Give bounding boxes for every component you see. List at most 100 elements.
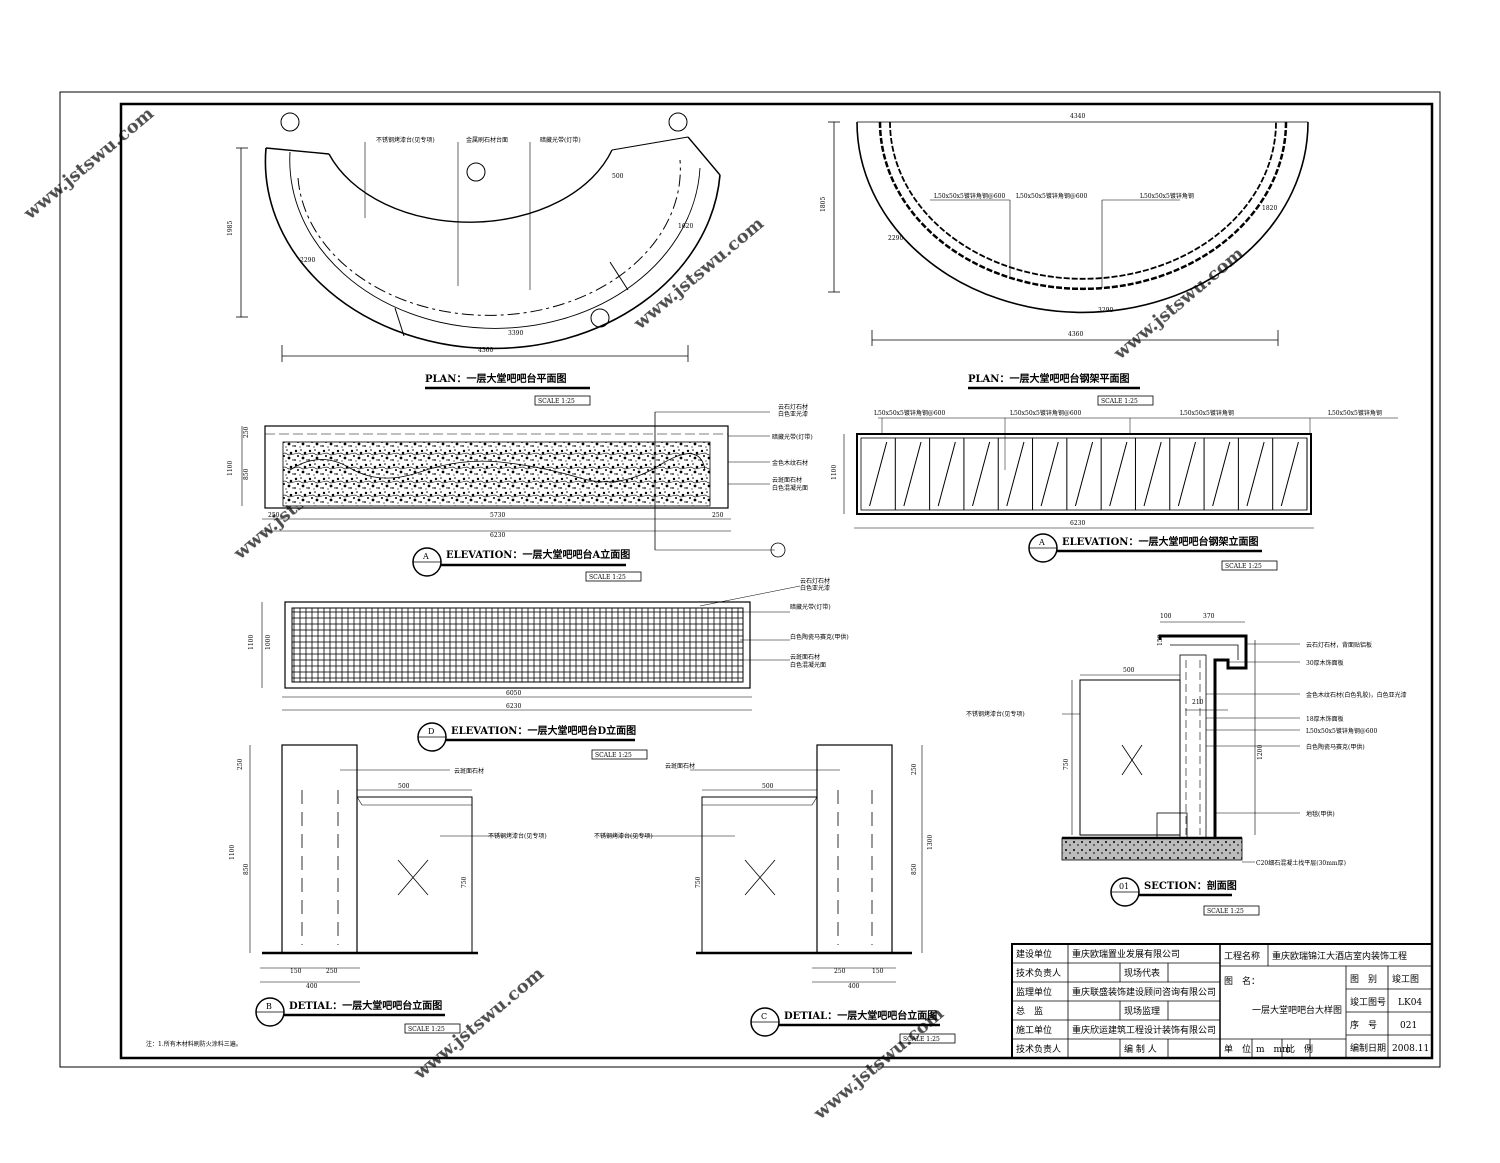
tb-value-4: 重庆欣运建筑工程设计装饰有限公司 bbox=[1072, 1024, 1216, 1036]
steel-plan-dim-height: 1805 bbox=[820, 197, 827, 212]
detail-b-title: DETIAL：一层大堂吧吧台立面图 bbox=[289, 999, 442, 1012]
detail-b-dim-h-bot: 850 bbox=[243, 863, 250, 875]
steel-plan-scale: SCALE 1:25 bbox=[1101, 398, 1138, 405]
tb-label-2: 监理单位 bbox=[1016, 986, 1052, 998]
plan-title: PLAN：一层大堂吧吧台平面图 bbox=[425, 372, 566, 385]
elev-d-tag: D bbox=[428, 727, 434, 736]
detail-c-title: DETIAL：一层大堂吧吧台立面图 bbox=[784, 1009, 937, 1022]
tb-right-label-0: 图 别 bbox=[1350, 974, 1377, 985]
detail-c bbox=[600, 744, 923, 983]
detail-b-scale: SCALE 1:25 bbox=[408, 1026, 445, 1033]
section-note-7: 地毯(甲供) bbox=[1306, 810, 1335, 818]
inner-frame bbox=[119, 102, 1434, 1060]
elev-d-note-1: 云石灯石材 bbox=[800, 577, 830, 585]
elev-d-dim-inner: 6050 bbox=[506, 690, 521, 697]
elev-d-title: ELEVATION：一层大堂吧吧台D立面图 bbox=[451, 724, 636, 737]
plan-dim-radius: 2290 bbox=[300, 257, 315, 264]
tb-unit-label: 单 位 bbox=[1224, 1043, 1251, 1055]
steel-elev-scale: SCALE 1:25 bbox=[1225, 563, 1262, 570]
steel-plan-dim-r1: 2290 bbox=[888, 235, 903, 242]
detail-c-note-2: 不锈钢烤漆台(见专项) bbox=[594, 832, 653, 840]
title-block bbox=[1011, 943, 1433, 1059]
section-note-3: 金色木纹石材(白色乳胶)，白色亚光漆 bbox=[1306, 691, 1407, 699]
tb-unit-value: m mm bbox=[1256, 1045, 1291, 1055]
section-note-4: 18厚木饰面板 bbox=[1306, 715, 1344, 723]
steel-brace bbox=[903, 441, 922, 507]
tb-right-value-1: LK04 bbox=[1398, 998, 1422, 1008]
section-note-1: 云石灯石材，背面贴铝板 bbox=[1306, 641, 1372, 649]
elev-d-note-5: 云斑面石材 bbox=[790, 653, 820, 661]
tb-label-0: 建设单位 bbox=[1016, 948, 1052, 960]
detail-c-dim-total: 400 bbox=[848, 983, 860, 990]
steel-plan-title: PLAN：一层大堂吧吧台钢架平面图 bbox=[968, 372, 1129, 385]
steel-plan-dim-inner: 3290 bbox=[1098, 307, 1113, 314]
detail-c-dim-h-bot: 850 bbox=[911, 863, 918, 875]
detail-b-dim-top: 250 bbox=[237, 758, 244, 770]
section-note-2: 30厚木饰面板 bbox=[1306, 659, 1344, 667]
steel-brace bbox=[1280, 441, 1299, 507]
section-note-6: 白色陶瓷马赛克(甲供) bbox=[1306, 743, 1365, 751]
steel-brace bbox=[1109, 441, 1128, 507]
tb-project-label: 工程名称 bbox=[1224, 950, 1260, 962]
plan-dim-inner: 3390 bbox=[508, 330, 523, 337]
tb-drawing-name: 一层大堂吧吧台大样图 bbox=[1252, 1004, 1342, 1016]
elev-a-dim-h-total: 1100 bbox=[227, 461, 234, 476]
plan-note-3: 暗藏光带(灯带) bbox=[540, 136, 581, 144]
elev-a-tag: A bbox=[422, 552, 429, 561]
plan-scale: SCALE 1:25 bbox=[538, 398, 575, 405]
detail-c-dim-h-total: 1300 bbox=[927, 835, 934, 850]
steel-brace bbox=[1006, 441, 1025, 507]
section-note-5: L50x50x5镀锌角钢@600 bbox=[1306, 727, 1377, 735]
steel-brace bbox=[1040, 441, 1059, 507]
tb-right-value-0: 竣工图 bbox=[1392, 973, 1419, 985]
plan-dim-overall: 4360 bbox=[478, 347, 493, 354]
outer-frame bbox=[59, 91, 1441, 1068]
elev-a-note-2: 白色亚光漆 bbox=[778, 410, 808, 418]
detail-c-dim-door-w: 500 bbox=[762, 783, 774, 790]
steel-plan-dim-overall: 4360 bbox=[1068, 331, 1083, 338]
steel-brace bbox=[1074, 441, 1094, 507]
section-dim-b: 370 bbox=[1203, 613, 1215, 620]
tb-sublabel-5: 编 制 人 bbox=[1124, 1043, 1157, 1055]
section-scale: SCALE 1:25 bbox=[1207, 908, 1244, 915]
detail-b-tag: B bbox=[266, 1002, 272, 1011]
tb-right-label-2: 序 号 bbox=[1350, 1019, 1377, 1031]
elev-a-note-6: 白色混凝光面 bbox=[772, 484, 808, 492]
tb-sublabel-1: 现场代表 bbox=[1124, 967, 1160, 979]
steel-elev-note-3: L50x50x5镀锌角钢 bbox=[1180, 409, 1234, 417]
detail-c-tag: C bbox=[761, 1012, 767, 1021]
tb-label-1: 技术负责人 bbox=[1016, 967, 1061, 979]
elev-d-scale: SCALE 1:25 bbox=[595, 752, 632, 759]
elev-d-note-6: 白色混凝光面 bbox=[790, 661, 826, 669]
plan-dim-w2: 1620 bbox=[678, 223, 693, 230]
tb-value-0: 重庆欧瑞置业发展有限公司 bbox=[1072, 948, 1180, 960]
steel-plan-dim-r2: 1820 bbox=[1262, 205, 1277, 212]
steel-frame-elevation bbox=[843, 417, 1398, 529]
section-dim-c: 500 bbox=[1123, 667, 1135, 674]
general-note: 注：1.所有木材料刷防火涂料三遍。 bbox=[146, 1040, 242, 1048]
detail-b-dim-door-h: 750 bbox=[461, 876, 468, 888]
steel-plan-note-1: L50x50x5镀锌角钢@600 bbox=[934, 192, 1005, 200]
tb-sublabel-3: 现场监理 bbox=[1124, 1005, 1160, 1017]
elev-a-dim-h-bot: 850 bbox=[243, 468, 250, 480]
elev-a-title: ELEVATION：一层大堂吧吧台A立面图 bbox=[446, 548, 630, 561]
section-01 bbox=[1061, 621, 1300, 863]
section-dim-d: 210 bbox=[1192, 699, 1204, 706]
steel-elev-note-2: L50x50x5镀锌角钢@600 bbox=[1010, 409, 1081, 417]
detail-b-dim-b1: 150 bbox=[290, 968, 302, 975]
elev-a-note-1: 云石灯石材 bbox=[778, 403, 808, 411]
elev-d-note-3: 暗藏光带(灯带) bbox=[790, 603, 831, 611]
detail-b-dim-total: 400 bbox=[306, 983, 318, 990]
section-title: SECTION：剖面图 bbox=[1144, 879, 1237, 892]
elev-a-dim-total: 6230 bbox=[490, 532, 505, 539]
tb-value-2: 重庆联盛装饰建设顾问咨询有限公司 bbox=[1072, 986, 1216, 998]
tb-project-name: 重庆欧瑞锦江大酒店室内装饰工程 bbox=[1272, 950, 1407, 962]
section-note-8: C20细石混凝土找平层(30mm厚) bbox=[1256, 859, 1346, 867]
section-tag: 01 bbox=[1119, 882, 1129, 891]
detail-c-dim-top: 250 bbox=[911, 763, 918, 775]
plan-dim-height: 1985 bbox=[227, 221, 234, 236]
section-dim-f: 750 bbox=[1063, 758, 1070, 770]
steel-frame-plan bbox=[828, 121, 1309, 346]
tb-label-4: 施工单位 bbox=[1016, 1024, 1052, 1036]
